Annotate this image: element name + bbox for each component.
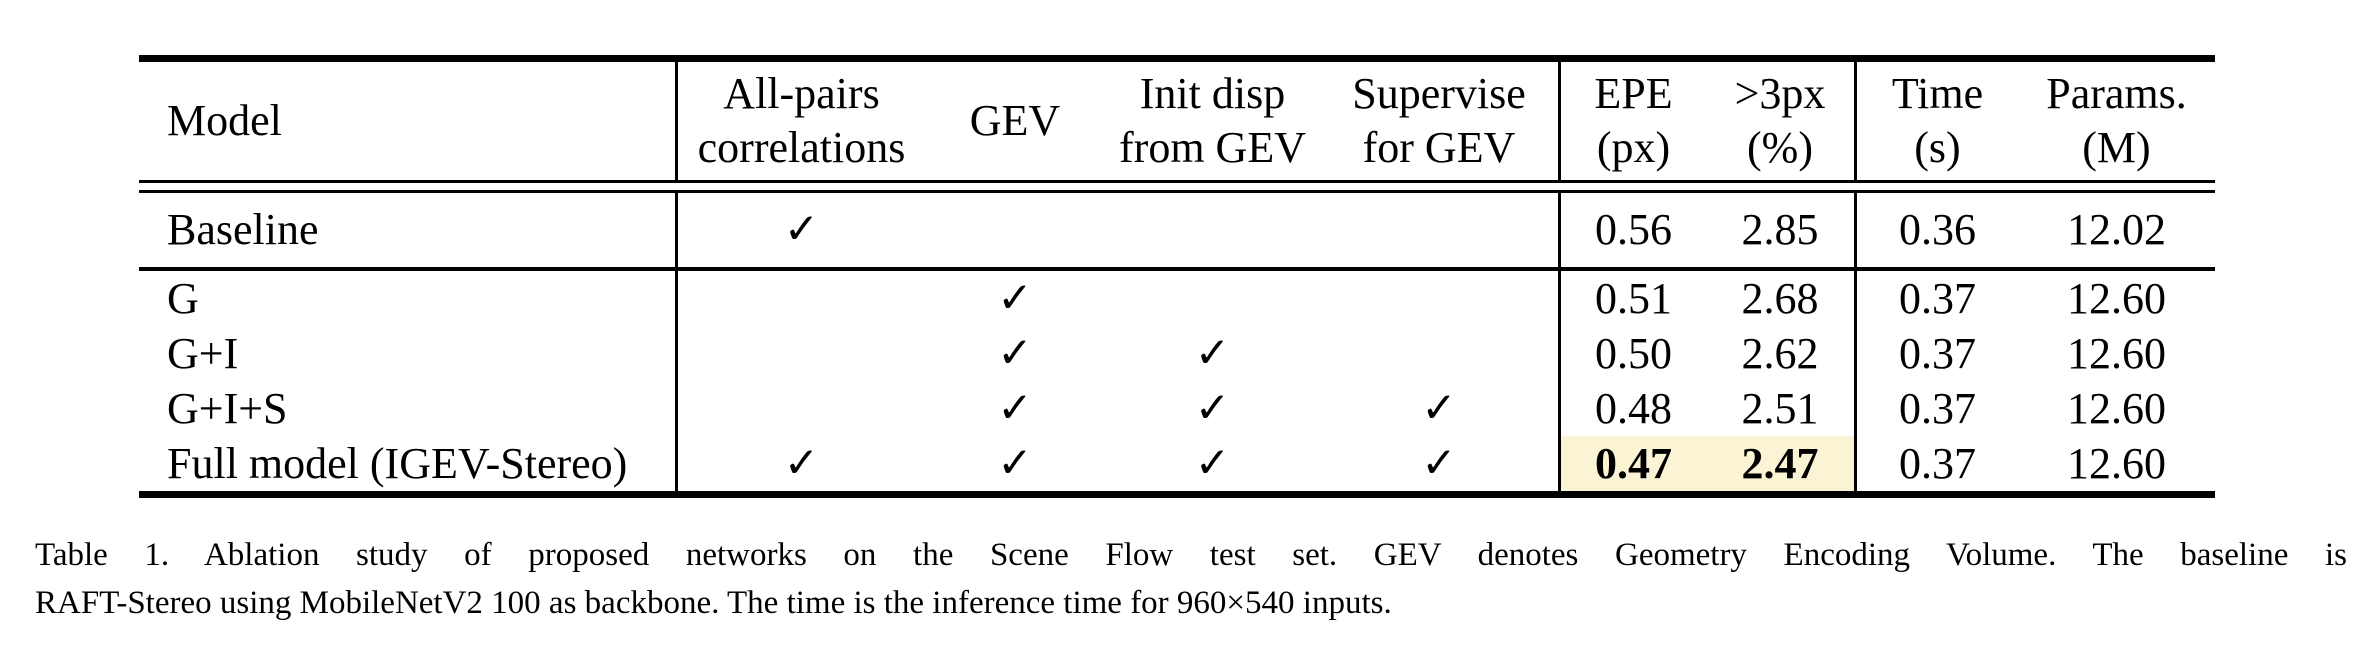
header-model-label: Model: [167, 96, 282, 145]
header-gev: GEV: [925, 62, 1105, 180]
header-epe-line2: (px): [1596, 123, 1671, 172]
header-epe-line1: EPE: [1594, 69, 1673, 118]
model-label: G: [167, 273, 199, 323]
table-top-rule: [139, 55, 2215, 62]
header-gev-label: GEV: [969, 96, 1061, 145]
table-row-full-model: Full model (IGEV-Stereo) ✓ ✓ ✓ ✓ 0.47 2.…: [139, 436, 2215, 491]
header-supervise-line2: for GEV: [1362, 123, 1516, 172]
time-value: 0.37: [1854, 326, 2018, 381]
checkmark-cell-all-pairs: ✓: [675, 436, 925, 491]
header-init-line1: Init disp: [1139, 69, 1286, 118]
epe-value: 0.50: [1558, 326, 1706, 381]
header-model: Model: [139, 62, 675, 180]
checkmark-cell-all-pairs: ✓: [675, 193, 925, 267]
model-label: G+I: [167, 328, 239, 378]
header-double-rule-bottom: [139, 190, 2215, 193]
checkmark-cell-gev: ✓: [997, 440, 1033, 487]
time-value: 0.36: [1854, 193, 2018, 267]
header-params-line2: (M): [2082, 123, 2151, 172]
header-double-rule-top: [139, 180, 2215, 183]
checkmark-cell-init-disp: ✓: [1194, 440, 1231, 487]
table-header-row: Model All-pairs correlations GEV Init di…: [139, 62, 2215, 180]
checkmark-cell-all-pairs: [675, 326, 925, 381]
header-all-pairs-line1: All-pairs: [723, 69, 880, 118]
params-value: 12.02: [2067, 205, 2166, 254]
model-label: Baseline: [167, 205, 319, 254]
checkmark-cell-supervise: [1320, 193, 1558, 267]
gt3px-value-best: 2.47: [1706, 436, 1854, 491]
model-label: G+I+S: [167, 383, 288, 433]
checkmark-cell-all-pairs: [675, 271, 925, 326]
checkmark-cell-supervise: ✓: [1421, 440, 1457, 487]
caption-line-2: RAFT-Stereo using MobileNetV2 100 as bac…: [35, 585, 1392, 621]
gt3px-value: 2.62: [1741, 328, 1819, 378]
checkmark-cell-gev: ✓: [997, 385, 1033, 432]
header-3px-line1: >3px: [1734, 69, 1826, 118]
checkmark-cell-init-disp: [1105, 271, 1320, 326]
header-3px-line2: (%): [1747, 123, 1813, 172]
epe-value: 0.48: [1558, 381, 1706, 436]
gt3px-value: 2.51: [1741, 383, 1819, 433]
header-double-rule-gap: [139, 183, 2215, 190]
checkmark-cell-supervise: [1320, 271, 1558, 326]
header-all-pairs-line2: correlations: [697, 123, 906, 172]
checkmark-cell-init-disp: ✓: [1194, 385, 1231, 432]
table-row-g: G ✓ 0.51 2.68 0.37 12.60: [139, 271, 2215, 326]
header-params: Params. (M): [2018, 62, 2215, 180]
ablation-table: Model All-pairs correlations GEV Init di…: [139, 55, 2215, 498]
epe-value: 0.51: [1558, 271, 1706, 326]
params-value: 12.60: [2067, 438, 2166, 488]
table-row-baseline: Baseline ✓ 0.56 2.85 0.36 12.02: [139, 193, 2215, 267]
gt3px-value: 2.85: [1741, 205, 1819, 254]
table-row-g-i: G+I ✓ ✓ 0.50 2.62 0.37 12.60: [139, 326, 2215, 381]
header-all-pairs-correlations: All-pairs correlations: [675, 62, 925, 180]
header-epe: EPE (px): [1558, 62, 1706, 180]
table-bottom-rule: [139, 491, 2215, 498]
header-supervise-line1: Supervise: [1352, 69, 1526, 118]
model-cell: G+I+S: [139, 381, 675, 436]
time-value: 0.37: [1854, 271, 2018, 326]
checkmark-cell-all-pairs: [675, 381, 925, 436]
table-caption: Table 1. Ablation study of proposed netw…: [35, 531, 2347, 627]
checkmark-cell-supervise: ✓: [1421, 385, 1457, 432]
time-value: 0.37: [1854, 436, 2018, 491]
header-time-line2: (s): [1914, 123, 1961, 172]
checkmark-cell-gev: [925, 193, 1105, 267]
mid-rule: [139, 267, 2215, 271]
header-3px: >3px (%): [1706, 62, 1854, 180]
params-value: 12.60: [2067, 383, 2166, 433]
checkmark-cell-supervise: [1320, 326, 1558, 381]
table-row-g-i-s: G+I+S ✓ ✓ ✓ 0.48 2.51 0.37 12.60: [139, 381, 2215, 436]
time-value: 0.37: [1854, 381, 2018, 436]
header-time: Time (s): [1854, 62, 2018, 180]
epe-value-best: 0.47: [1558, 436, 1706, 491]
gt3px-value: 2.68: [1741, 273, 1819, 323]
caption-line-1: Table 1. Ablation study of proposed netw…: [35, 537, 2347, 573]
model-label: Full model (IGEV-Stereo): [167, 438, 628, 488]
params-value: 12.60: [2067, 273, 2166, 323]
header-time-line1: Time: [1891, 69, 1984, 118]
model-cell: G+I: [139, 326, 675, 381]
model-cell: G: [139, 271, 675, 326]
header-init-line2: from GEV: [1119, 123, 1306, 172]
epe-value: 0.56: [1558, 193, 1706, 267]
checkmark-cell-gev: ✓: [997, 330, 1033, 377]
model-cell: Baseline: [139, 193, 675, 267]
checkmark-cell-init-disp: ✓: [1194, 330, 1231, 377]
header-init-disp: Init disp from GEV: [1105, 62, 1320, 180]
header-supervise: Supervise for GEV: [1320, 62, 1558, 180]
checkmark-cell-init-disp: [1105, 193, 1320, 267]
header-params-line1: Params.: [2046, 69, 2187, 118]
checkmark-cell-gev: ✓: [997, 275, 1033, 322]
params-value: 12.60: [2067, 328, 2166, 378]
model-cell: Full model (IGEV-Stereo): [139, 436, 675, 491]
